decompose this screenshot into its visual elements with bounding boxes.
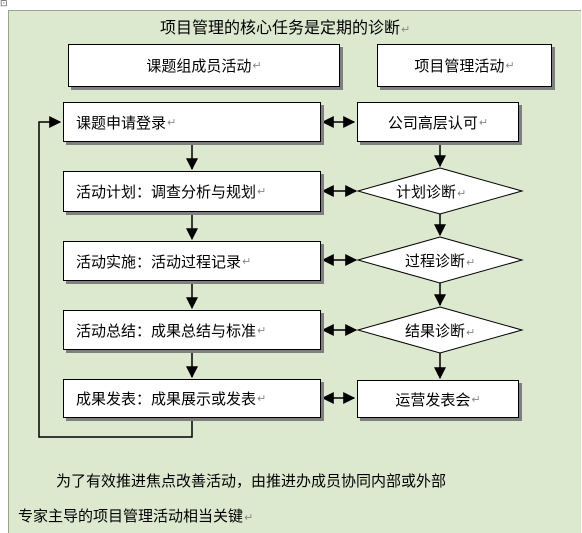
feedback-loop xyxy=(38,116,193,438)
label-plan-diagnosis: 计划诊断↵ xyxy=(396,183,467,201)
step-presentation: 成果发表：成果展示或发表↵ xyxy=(63,379,321,418)
step-planning: 活动计划：调查分析与规划↵ xyxy=(63,171,321,212)
step-implementation: 活动实施：活动过程记录↵ xyxy=(63,241,321,281)
header-team-activity: 课题组成员活动↵ xyxy=(68,44,340,87)
box-management-approval: 公司高层认可↵ xyxy=(357,102,519,142)
footer-line-1: 为了有效推进焦点改善活动，由推进办成员协同内部或外部 xyxy=(56,472,447,490)
box-operations-conference: 运营发表会↵ xyxy=(357,380,519,418)
corner-anchor-icon: ⊡ xyxy=(0,0,8,9)
footer-line-2: 专家主导的项目管理活动相当关键↵ xyxy=(18,507,254,525)
step-registration: 课题申请登录↵ xyxy=(63,102,321,142)
label-process-diagnosis: 过程诊断↵ xyxy=(405,252,476,270)
diagram-title: 项目管理的核心任务是定期的诊断↵ xyxy=(160,18,411,37)
header-project-management: 项目管理活动↵ xyxy=(377,44,552,87)
step-summary: 活动总结：成果总结与标准↵ xyxy=(63,310,321,350)
label-result-diagnosis: 结果诊断↵ xyxy=(405,322,476,340)
